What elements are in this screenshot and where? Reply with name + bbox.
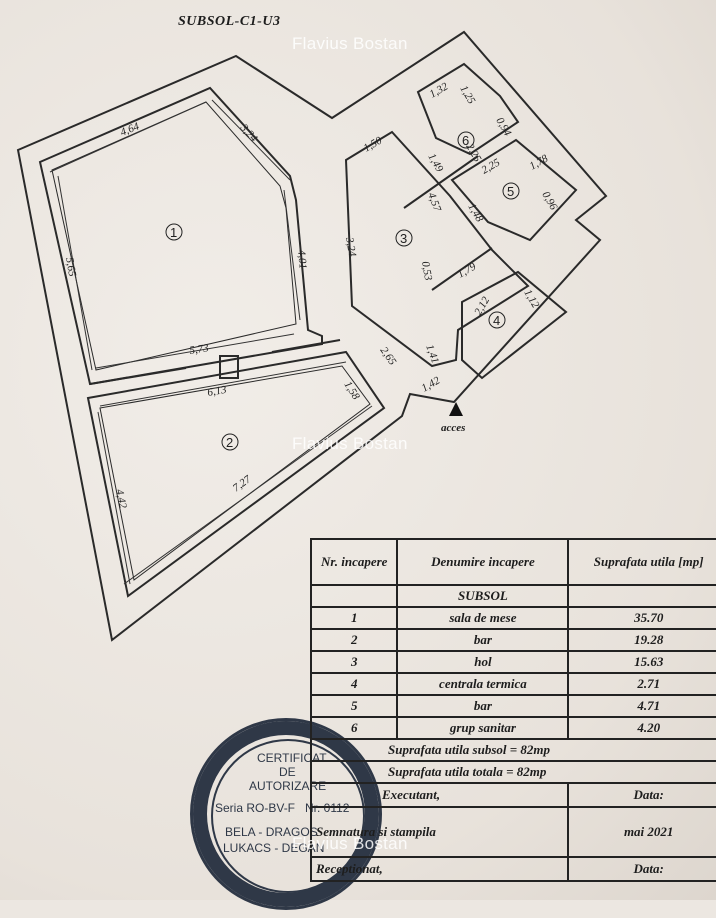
dim-label: 1,58 <box>341 379 362 402</box>
room-4-outline <box>461 270 568 380</box>
access-label: acces <box>441 422 466 434</box>
stamp-line: Seria RO-BV-F <box>215 801 296 815</box>
date-value: mai 2021 <box>567 806 716 858</box>
sum-total: Suprafata utila totala = 82mp <box>310 761 716 784</box>
room-marker-2: 2 <box>226 435 233 450</box>
stamp-line: DE <box>279 765 296 779</box>
receptionat-label: Receptionat, <box>309 856 570 882</box>
room-table: Nr. incapere Denumire incapere Suprafata… <box>309 538 716 918</box>
dim-label: 1,79 <box>456 260 479 280</box>
outer-wall <box>16 30 608 642</box>
executant-label: Executant, <box>309 782 570 808</box>
sum-subsol: Suprafata utila subsol = 82mp <box>310 739 716 762</box>
date-label-2: Data: <box>567 856 716 882</box>
date-label: Data: <box>567 782 716 808</box>
watermark: Flavius Bostan <box>292 834 408 853</box>
stamp-line: LUKACS - DEGAN <box>223 841 325 855</box>
room-marker-4: 4 <box>493 313 500 328</box>
room-3-outline <box>344 130 530 368</box>
dim-label: 6,13 <box>206 384 228 399</box>
dim-label: 2,12 <box>472 294 492 317</box>
header-name: Denumire incapere <box>396 538 570 586</box>
dim-label: 1,78 <box>528 152 551 172</box>
column <box>219 355 239 379</box>
room-marker-6: 6 <box>462 133 469 148</box>
dim-label: 7,27 <box>231 473 254 494</box>
dim-label: 1,42 <box>420 374 443 394</box>
header-nr: Nr. incapere <box>309 538 399 586</box>
plan-title: SUBSOL-C1-U3 <box>178 14 281 29</box>
stamp-line: CERTIFICAT <box>257 751 327 765</box>
header-area: Suprafata utila [mp] <box>567 538 716 586</box>
stamp-line: BELA - DRAGOS <box>225 825 318 839</box>
stamp-line: AUTORIZARE <box>249 779 327 793</box>
dim-label: 3,24 <box>343 235 358 258</box>
room-marker-3: 3 <box>400 231 407 246</box>
access-arrow-icon <box>449 402 463 416</box>
room-6-outline <box>416 62 520 156</box>
dim-label: 5,73 <box>189 342 210 357</box>
dim-label: 0,96 <box>539 190 559 213</box>
dim-label: 0,53 <box>419 260 434 282</box>
dim-label: 4,57 <box>425 191 443 214</box>
dim-label: 1,50 <box>362 134 385 154</box>
room-2-inner <box>99 365 371 581</box>
section-label: SUBSOL <box>396 584 570 608</box>
dim-label: 4,01 <box>295 249 309 269</box>
room-marker-1: 1 <box>170 225 177 240</box>
dim-label: 0,94 <box>493 116 513 139</box>
watermark: Flavius Bostan <box>292 34 408 53</box>
room-2-outline <box>86 350 386 598</box>
signature-label: Semnatura si stampila <box>309 806 570 858</box>
dim-label: 4,42 <box>113 488 129 510</box>
watermark: Flavius Bostan <box>292 434 408 453</box>
room-5-outline <box>450 138 578 242</box>
dim-label: 1,25 <box>457 84 477 107</box>
dim-label: 2,25 <box>480 156 503 176</box>
dim-label: 2,65 <box>378 345 399 368</box>
room-marker-5: 5 <box>507 184 514 199</box>
dim-label: 5,65 <box>63 256 78 278</box>
